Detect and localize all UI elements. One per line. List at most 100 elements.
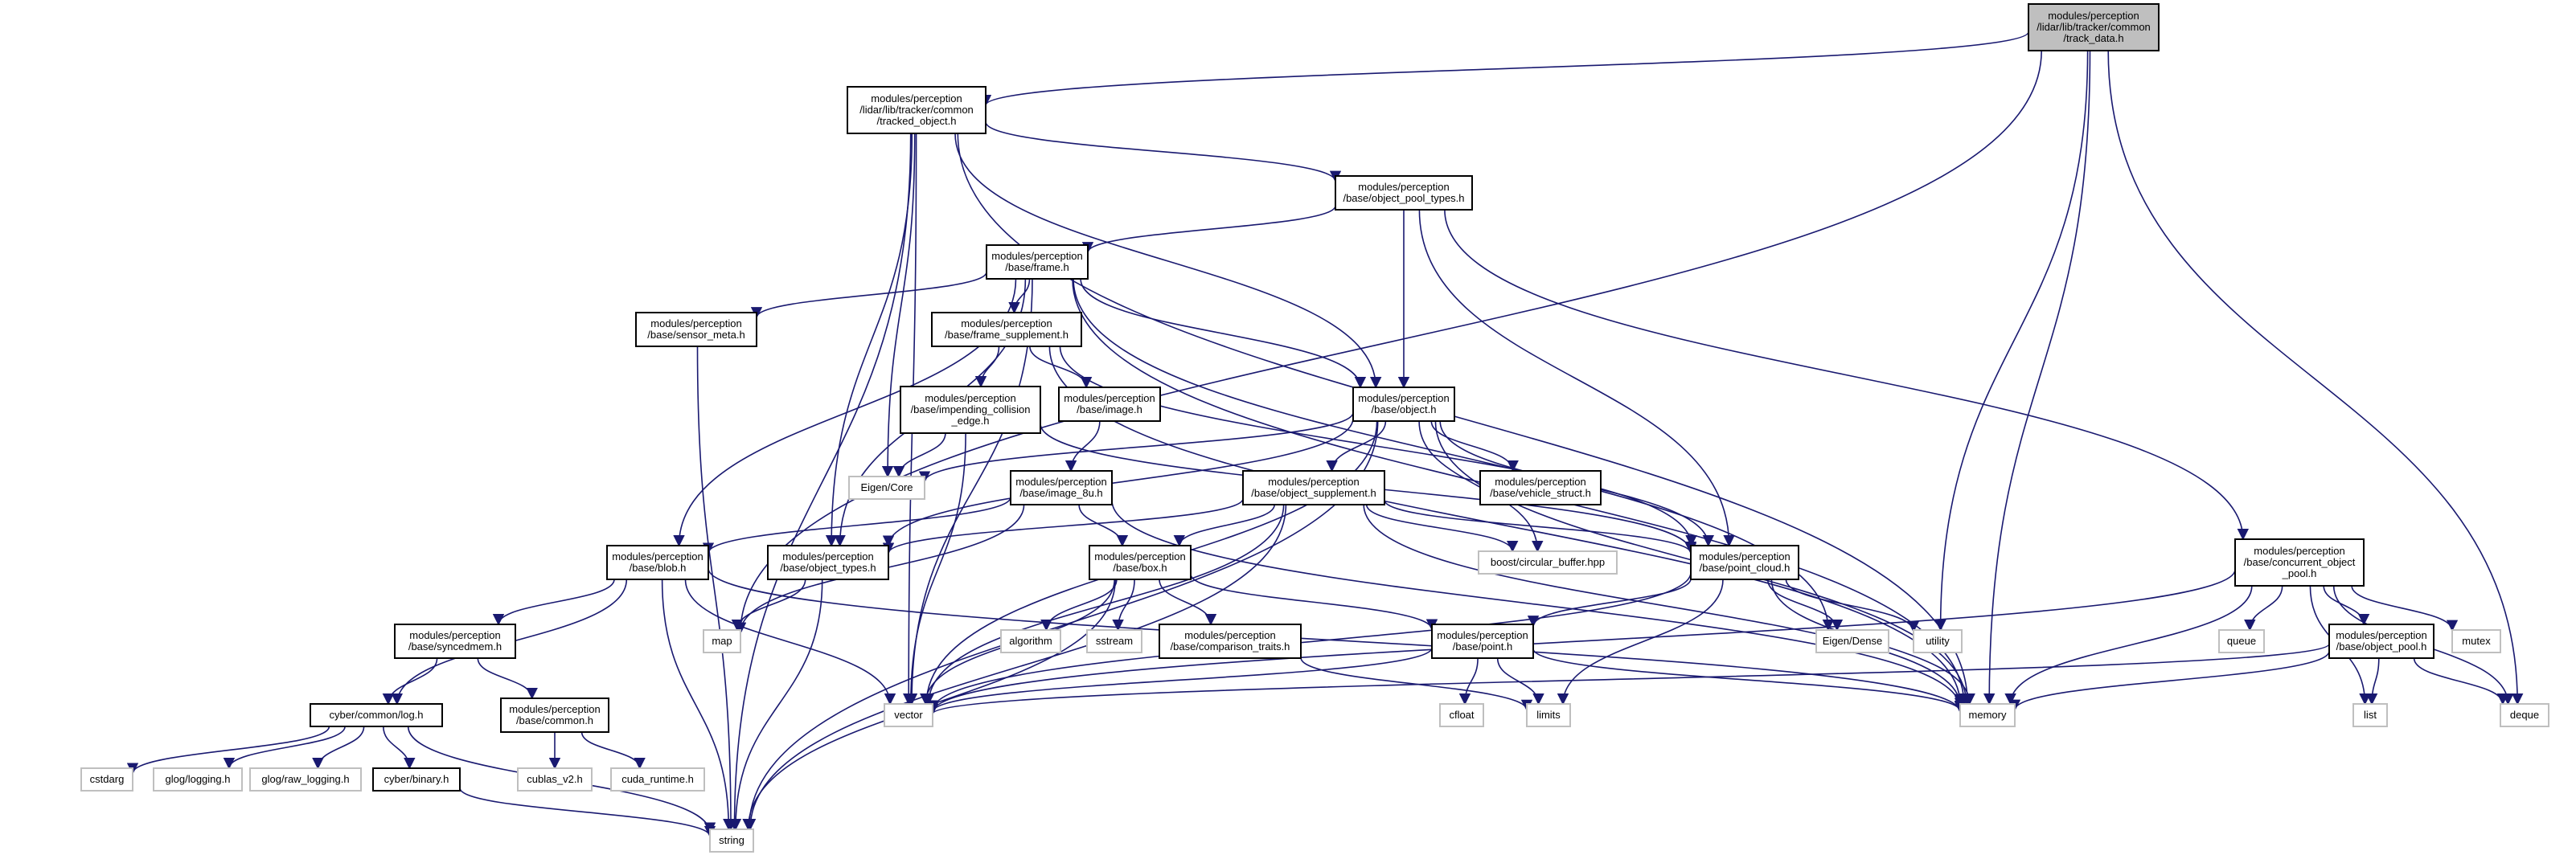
node-object-pool[interactable]: modules/perception/base/object_pool.h: [2328, 624, 2434, 659]
node-box: [2451, 629, 2501, 653]
node-limits: limits: [1526, 703, 1571, 727]
node-object[interactable]: modules/perception/base/object.h: [1352, 387, 1455, 422]
node-track-data[interactable]: modules/perception/lidar/lib/tracker/com…: [2028, 3, 2160, 51]
node-box: [767, 545, 889, 580]
node-object-types[interactable]: modules/perception/base/object_types.h: [767, 545, 889, 580]
node-label-line: /base/point.h: [1453, 640, 1512, 652]
edge-object_supplement-to-memory: [1363, 504, 1967, 707]
edge-image_8u-to-box: [1078, 504, 1129, 547]
node-label-line: glog/logging.h: [166, 773, 231, 785]
header-nodes: modules/perception/lidar/lib/tracker/com…: [80, 3, 2549, 853]
node-point-cloud[interactable]: modules/perception/base/point_cloud.h: [1690, 545, 1799, 580]
edge-blob-to-syncedmem: [492, 579, 615, 626]
node-label-line: /lidar/lib/tracker/common: [859, 104, 974, 116]
edge-frame_supplement-to-image: [1029, 346, 1093, 389]
node-label-line: /base/concurrent_object: [2244, 556, 2356, 568]
node-box: [1335, 175, 1473, 211]
node-label-line: cuda_runtime.h: [621, 773, 694, 785]
edge-object_pool-to-vector: [927, 643, 2330, 715]
node-box: [1242, 470, 1385, 505]
node-box: [1526, 703, 1571, 727]
node-image[interactable]: modules/perception/base/image.h: [1058, 387, 1161, 422]
node-label-line: utility: [1926, 635, 1950, 647]
node-impending-collision-edge[interactable]: modules/perception/base/impending_collis…: [900, 386, 1041, 434]
node-comparison-traits[interactable]: modules/perception/base/comparison_trait…: [1159, 624, 1302, 659]
node-label-line: modules/perception: [509, 703, 600, 715]
edge-box-to-sstream: [1112, 579, 1135, 632]
node-label-line: /base/object_types.h: [780, 562, 876, 574]
node-box: [1478, 550, 1618, 575]
node-label-line: /base/object_pool.h: [2336, 640, 2427, 652]
node-label-line: /base/impending_collision: [911, 403, 1031, 415]
node-concurrent-object-pool[interactable]: modules/perception/base/concurrent_objec…: [2234, 538, 2365, 587]
node-box: [1439, 703, 1484, 727]
edge-frame-to-sensor_meta: [750, 272, 987, 319]
node-binary[interactable]: cyber/binary.h: [372, 767, 461, 792]
edge-log-to-cstdarg: [126, 726, 330, 775]
node-label-line: /base/syncedmem.h: [408, 640, 502, 652]
node-label-line: modules/perception: [2254, 545, 2344, 557]
edge-object_types-to-string: [729, 579, 823, 831]
node-label-line: /track_data.h: [2063, 32, 2123, 44]
node-box: [847, 86, 987, 134]
node-label-line: /base/frame.h: [1005, 261, 1069, 273]
node-point[interactable]: modules/perception/base/point.h: [1431, 624, 1534, 659]
node-log[interactable]: cyber/common/log.h: [310, 703, 443, 727]
node-cublas: cublas_v2.h: [517, 767, 593, 792]
edge-object_types-to-map: [731, 579, 806, 632]
node-box: [372, 767, 461, 792]
edge-point_cloud-to-limits: [1557, 579, 1724, 706]
edge-log-to-binary: [383, 726, 416, 770]
edge-object_supplement-to-vector: [922, 504, 1285, 706]
node-sensor-meta[interactable]: modules/perception/base/sensor_meta.h: [635, 312, 757, 347]
node-box[interactable]: modules/perception/base/box.h: [1089, 545, 1192, 580]
node-label-line: mutex: [2462, 635, 2491, 647]
edge-point-to-memory: [1532, 648, 1967, 713]
edge-concurrent_object_pool-to-memory: [2004, 585, 2253, 706]
node-vehicle-struct[interactable]: modules/perception/base/vehicle_struct.h: [1479, 470, 1602, 505]
node-syncedmem[interactable]: modules/perception/base/syncedmem.h: [394, 624, 516, 659]
node-frame[interactable]: modules/perception/base/frame.h: [986, 244, 1089, 280]
edge-sensor_meta-to-string: [696, 346, 737, 831]
node-object-pool-types[interactable]: modules/perception/base/object_pool_type…: [1335, 175, 1473, 211]
edge-object_pool_types-to-point_cloud: [1418, 209, 1735, 547]
node-box: [1959, 703, 2016, 727]
edge-concurrent_object_pool-to-mutex: [2351, 585, 2459, 632]
node-label-line: modules/perception: [1094, 550, 1185, 562]
edge-tracked_object-to-eigen_core: [881, 133, 916, 478]
node-label-line: /base/image_8u.h: [1019, 487, 1102, 499]
node-label-line: /base/comparison_traits.h: [1171, 640, 1290, 652]
edge-log-to-glog_logging: [223, 726, 346, 770]
node-box: [310, 703, 443, 727]
edge-syncedmem-to-log: [382, 657, 438, 706]
edge-object-to-object_types: [882, 418, 1354, 547]
node-label-line: /base/vehicle_struct.h: [1490, 487, 1591, 499]
node-box: [1089, 545, 1192, 580]
edge-impending_collision_edge-to-eigen_core: [892, 432, 946, 478]
edge-track_data-to-utility: [1934, 50, 2089, 632]
node-object-supplement[interactable]: modules/perception/base/object_supplemen…: [1242, 470, 1385, 505]
edge-concurrent_object_pool-to-object_pool: [2323, 585, 2370, 626]
node-label-line: /base/blob.h: [630, 562, 687, 574]
node-vector: vector: [884, 703, 933, 727]
node-image-8u[interactable]: modules/perception/base/image_8u.h: [1010, 470, 1113, 505]
node-label-line: /base/common.h: [516, 714, 593, 726]
node-box: [1815, 629, 1889, 653]
node-common[interactable]: modules/perception/base/common.h: [500, 698, 609, 733]
node-glog-logging: glog/logging.h: [153, 767, 243, 792]
edge-tracked_object-to-object: [954, 133, 1382, 389]
node-label-line: /base/frame_supplement.h: [945, 329, 1069, 341]
edge-image-to-image_8u: [1064, 420, 1101, 472]
node-box: [900, 386, 1041, 434]
edge-object_pool-to-deque: [2413, 657, 2509, 706]
node-tracked-object[interactable]: modules/perception/lidar/lib/tracker/com…: [847, 86, 987, 134]
node-label-line: modules/perception: [1358, 392, 1449, 404]
node-blob[interactable]: modules/perception/base/blob.h: [606, 545, 709, 580]
node-box: [2352, 703, 2388, 727]
node-frame-supplement[interactable]: modules/perception/base/frame_supplement…: [931, 312, 1082, 347]
node-label-line: modules/perception: [925, 392, 1015, 404]
edge-box-to-point: [1190, 574, 1438, 631]
node-box: [500, 698, 609, 733]
node-label-line: /base/object_supplement.h: [1251, 487, 1376, 499]
node-label-line: /base/object.h: [1372, 403, 1437, 415]
